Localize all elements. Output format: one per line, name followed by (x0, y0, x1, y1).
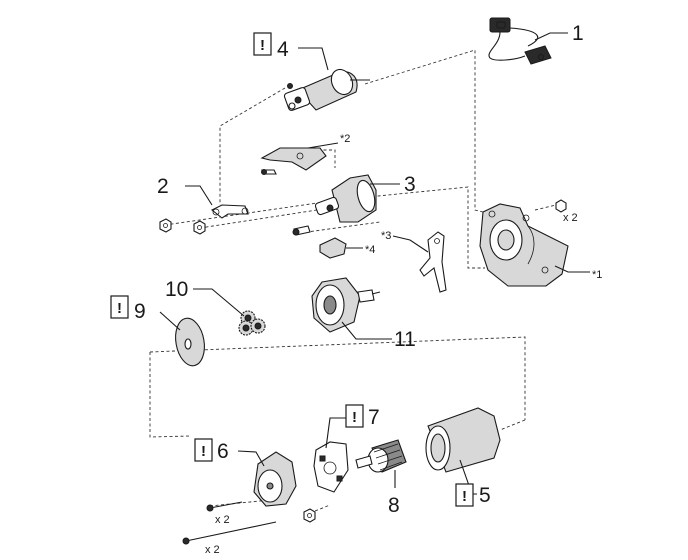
part-lever (210, 204, 249, 219)
warning-mark: ! (260, 37, 265, 54)
part-rear-cover (253, 451, 297, 507)
part-solenoid (283, 68, 370, 111)
quantity-label: x 2 (563, 212, 578, 224)
part-drive-assembly (311, 277, 381, 333)
fasteners-row (159, 199, 567, 236)
callout-8: 8 (388, 494, 400, 517)
callout-9: 9 (134, 300, 146, 323)
callout-2: 2 (157, 175, 169, 198)
part-brush-holder (313, 441, 349, 493)
part-drive-housing (314, 174, 377, 223)
part-front-housing (479, 203, 569, 287)
part-armature (355, 439, 407, 473)
callout-10: 10 (165, 278, 188, 301)
reference-3: *3 (381, 230, 391, 242)
callout-1: 1 (572, 22, 584, 45)
warning-box-6: ! (194, 438, 213, 462)
bottom-fasteners (182, 501, 316, 545)
callout-11: 11 (394, 328, 416, 351)
callout-7: 7 (368, 406, 380, 429)
assembly-dashed-lines (149, 49, 561, 514)
callout-3: 3 (404, 173, 416, 196)
warning-mark: ! (462, 488, 467, 505)
warning-mark: ! (117, 300, 122, 317)
quantity-label: x 2 (215, 514, 230, 526)
quantity-label: x 2 (205, 544, 220, 556)
part-washer-plate (175, 317, 205, 367)
warning-box-7: ! (345, 404, 364, 428)
reference-4: *4 (365, 244, 375, 256)
warning-box-9: ! (110, 295, 129, 319)
callout-5: 5 (479, 484, 491, 507)
part-wiring-harness (488, 17, 552, 65)
part-yoke (425, 407, 501, 473)
part-bracket (260, 147, 327, 175)
reference-1: *1 (592, 269, 602, 281)
warning-mark: ! (201, 443, 206, 460)
warning-box-5: ! (455, 483, 474, 507)
part-fork (419, 231, 447, 293)
reference-2: *2 (340, 133, 350, 145)
callout-6: 6 (217, 440, 229, 463)
part-clip (319, 237, 347, 259)
leader-lines (159, 32, 590, 495)
callout-4: 4 (277, 38, 289, 61)
warning-mark: ! (352, 409, 357, 426)
warning-box-4: ! (253, 32, 272, 56)
part-planetary-gears (238, 310, 266, 336)
